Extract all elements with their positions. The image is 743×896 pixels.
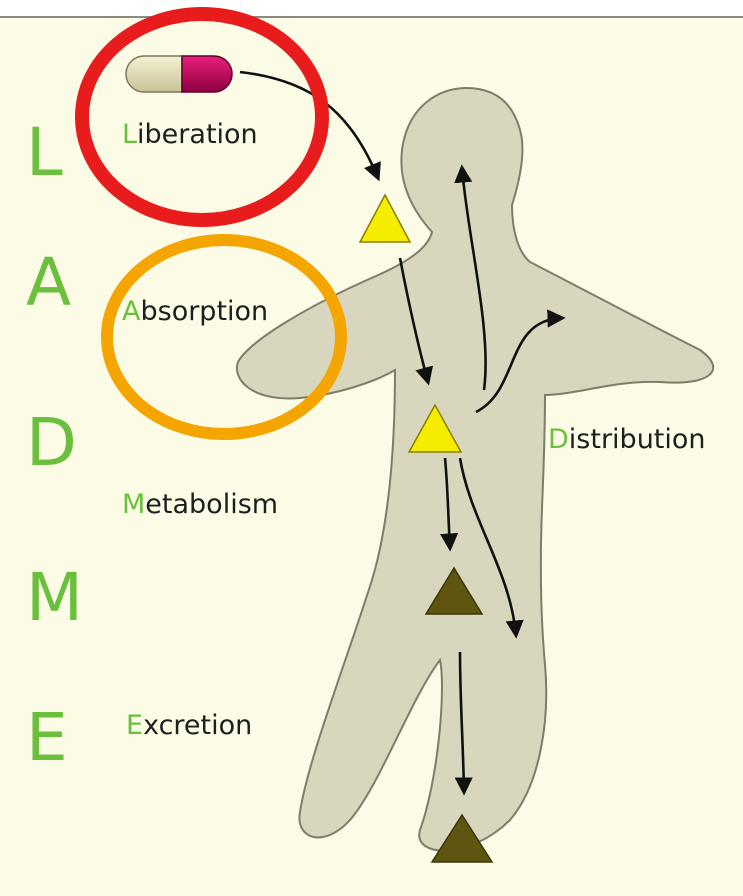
label-initial: A: [122, 296, 140, 327]
label-text: bsorption: [140, 296, 268, 327]
label-text: iberation: [137, 119, 258, 150]
label-distribution: Distribution: [548, 426, 706, 453]
label-initial: L: [122, 119, 137, 150]
label-text: etabolism: [145, 489, 278, 520]
label-initial: D: [548, 424, 569, 455]
label-initial: E: [126, 710, 143, 741]
label-initial: M: [122, 489, 145, 520]
label-absorption: Absorption: [122, 298, 268, 325]
label-metabolism: Metabolism: [122, 491, 278, 518]
label-text: xcretion: [143, 710, 252, 741]
liberation-highlight-circle: [82, 14, 322, 220]
drug-triangle-icon: [360, 195, 410, 242]
acronym-letter-l: L: [26, 120, 63, 186]
acronym-letter-d: D: [26, 410, 77, 476]
label-liberation: Liberation: [122, 121, 258, 148]
acronym-letter-a: A: [26, 250, 71, 316]
label-text: istribution: [569, 424, 706, 455]
human-body-silhouette: [237, 88, 713, 851]
acronym-letter-e: E: [26, 705, 68, 771]
label-excretion: Excretion: [126, 712, 252, 739]
capsule-icon: [126, 56, 232, 92]
acronym-letter-m: M: [26, 565, 83, 631]
